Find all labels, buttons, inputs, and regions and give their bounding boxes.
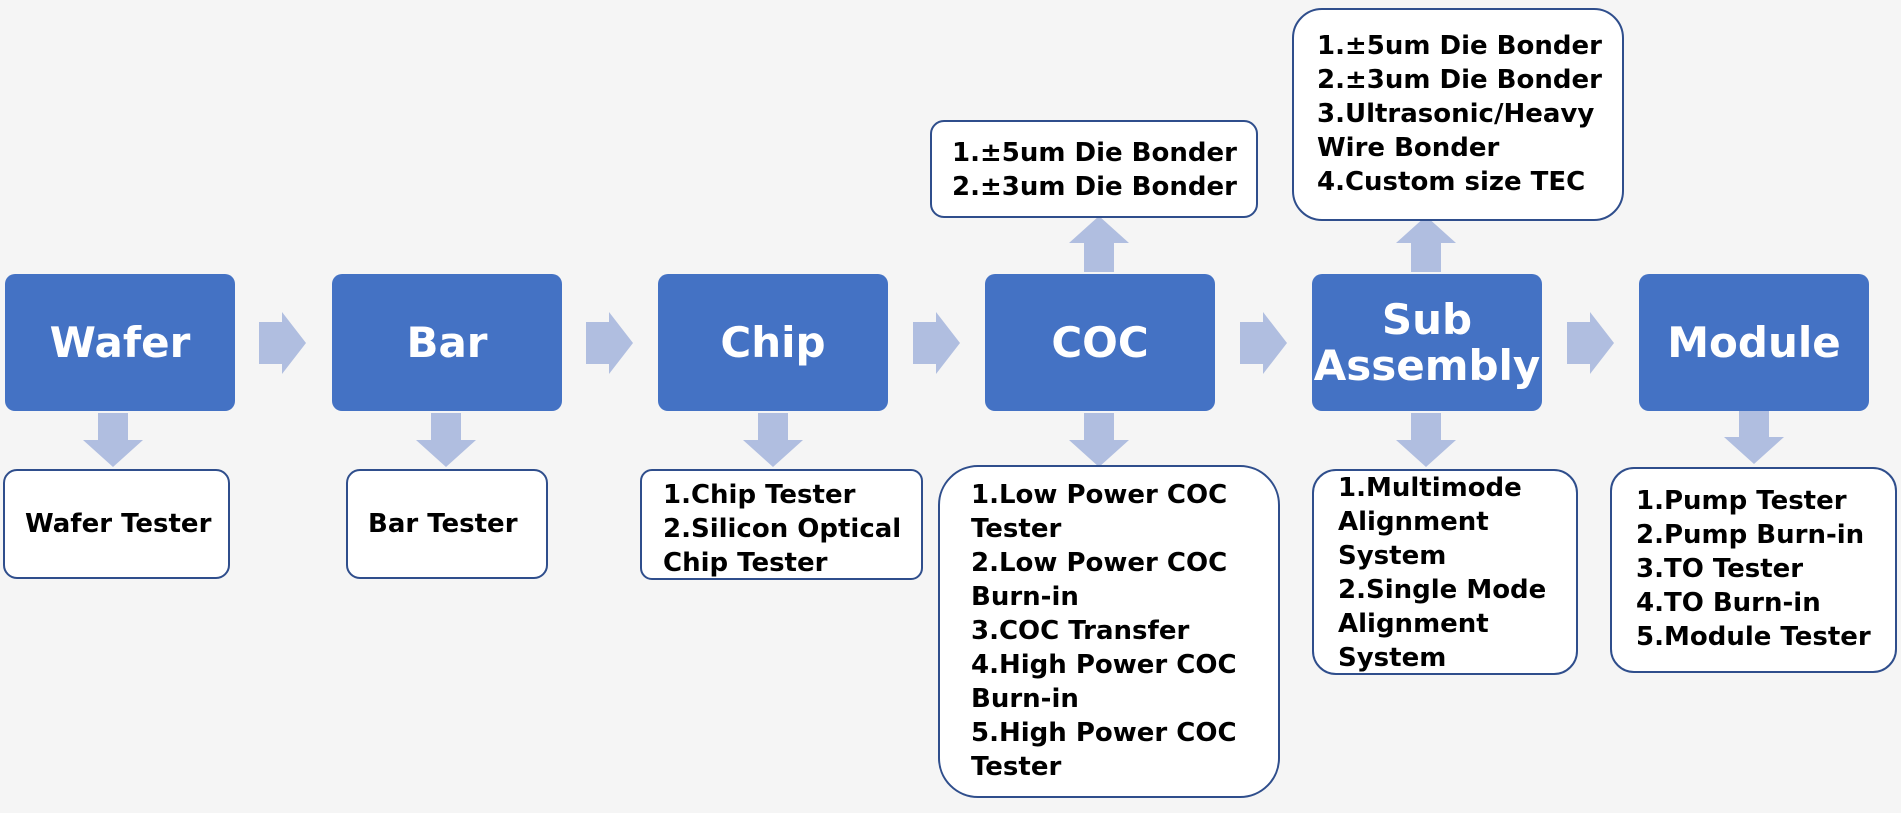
stage-wafer: Wafer bbox=[5, 274, 235, 411]
note-chip-line: 1.Chip Tester bbox=[663, 480, 856, 510]
note-chip-line: 2.Silicon Optical bbox=[663, 514, 902, 544]
note-sub-bottom: 1.Multimode Alignment System 2.Single Mo… bbox=[1312, 469, 1578, 675]
note-wafer-line: Wafer Tester bbox=[25, 509, 212, 539]
stage-coc-label: COC bbox=[1051, 317, 1149, 367]
note-module: 1.Pump Tester 2.Pump Burn-in 3.TO Tester… bbox=[1610, 467, 1897, 673]
note-bar-line: Bar Tester bbox=[368, 509, 518, 539]
note-coc-top-line: 2.±3um Die Bonder bbox=[952, 172, 1237, 202]
note-sub-bottom-line: System bbox=[1338, 643, 1447, 673]
stage-sub-label-line2: Assembly bbox=[1313, 340, 1541, 390]
note-sub-bottom-line: 2.Single Mode bbox=[1338, 575, 1547, 605]
arrow-up-coc bbox=[1069, 216, 1129, 272]
note-coc-bottom-line: 1.Low Power COC bbox=[971, 480, 1228, 510]
note-coc-bottom-line: 2.Low Power COC bbox=[971, 548, 1228, 578]
note-sub-top-line: 4.Custom size TEC bbox=[1317, 167, 1586, 197]
note-coc-bottom-line: 5.High Power COC bbox=[971, 718, 1237, 748]
note-sub-top-line: Wire Bonder bbox=[1317, 133, 1500, 163]
note-module-line: 1.Pump Tester bbox=[1636, 486, 1847, 516]
note-coc-bottom-line: Tester bbox=[971, 514, 1062, 544]
note-coc-bottom-line: Burn-in bbox=[971, 684, 1079, 714]
note-wafer: Wafer Tester bbox=[3, 469, 230, 579]
stage-sub-assembly: Sub Assembly bbox=[1312, 274, 1542, 411]
stage-wafer-label: Wafer bbox=[49, 317, 191, 367]
stage-bar-label: Bar bbox=[406, 317, 488, 367]
note-coc-bottom-line: 3.COC Transfer bbox=[971, 616, 1190, 646]
note-coc-bottom-line: 4.High Power COC bbox=[971, 650, 1237, 680]
note-sub-bottom-line: Alignment bbox=[1338, 507, 1489, 537]
arrow-right-bar-chip bbox=[586, 312, 633, 374]
note-chip-line: Chip Tester bbox=[663, 548, 828, 578]
stage-module: Module bbox=[1639, 274, 1869, 411]
note-sub-top-line: 1.±5um Die Bonder bbox=[1317, 31, 1602, 61]
stage-module-label: Module bbox=[1667, 317, 1841, 367]
arrow-right-chip-coc bbox=[913, 312, 960, 374]
arrow-right-sub-module bbox=[1567, 312, 1614, 374]
arrow-down-module bbox=[1724, 410, 1784, 464]
stage-bar: Bar bbox=[332, 274, 562, 411]
note-module-line: 2.Pump Burn-in bbox=[1636, 520, 1865, 550]
note-sub-top: 1.±5um Die Bonder 2.±3um Die Bonder 3.Ul… bbox=[1292, 8, 1624, 221]
note-coc-bottom-line: Tester bbox=[971, 752, 1062, 782]
stage-coc: COC bbox=[985, 274, 1215, 411]
note-module-line: 4.TO Burn-in bbox=[1636, 588, 1821, 618]
note-sub-bottom-line: Alignment bbox=[1338, 609, 1489, 639]
note-coc-bottom: 1.Low Power COC Tester 2.Low Power COC B… bbox=[938, 465, 1280, 798]
arrow-right-coc-sub bbox=[1240, 312, 1287, 374]
arrow-up-sub bbox=[1396, 216, 1456, 272]
note-chip: 1.Chip Tester 2.Silicon Optical Chip Tes… bbox=[640, 469, 923, 580]
note-sub-bottom-line: System bbox=[1338, 541, 1447, 571]
note-sub-top-line: 3.Ultrasonic/Heavy bbox=[1317, 99, 1595, 129]
note-bar: Bar Tester bbox=[346, 469, 548, 579]
note-coc-top: 1.±5um Die Bonder 2.±3um Die Bonder bbox=[930, 120, 1258, 218]
arrow-right-wafer-bar bbox=[259, 312, 306, 374]
arrow-down-bar bbox=[416, 413, 476, 467]
stage-sub-label-line1: Sub bbox=[1381, 295, 1473, 345]
note-module-line: 3.TO Tester bbox=[1636, 554, 1804, 584]
arrow-down-coc bbox=[1069, 413, 1129, 467]
note-coc-bottom-line: Burn-in bbox=[971, 582, 1079, 612]
arrow-down-wafer bbox=[83, 413, 143, 467]
stage-chip-label: Chip bbox=[720, 317, 826, 367]
note-sub-bottom-line: 1.Multimode bbox=[1338, 473, 1522, 503]
note-module-line: 5.Module Tester bbox=[1636, 622, 1871, 652]
note-sub-top-line: 2.±3um Die Bonder bbox=[1317, 65, 1602, 95]
arrow-down-chip bbox=[743, 413, 803, 467]
note-coc-top-line: 1.±5um Die Bonder bbox=[952, 138, 1237, 168]
arrow-down-sub bbox=[1396, 413, 1456, 467]
stage-chip: Chip bbox=[658, 274, 888, 411]
